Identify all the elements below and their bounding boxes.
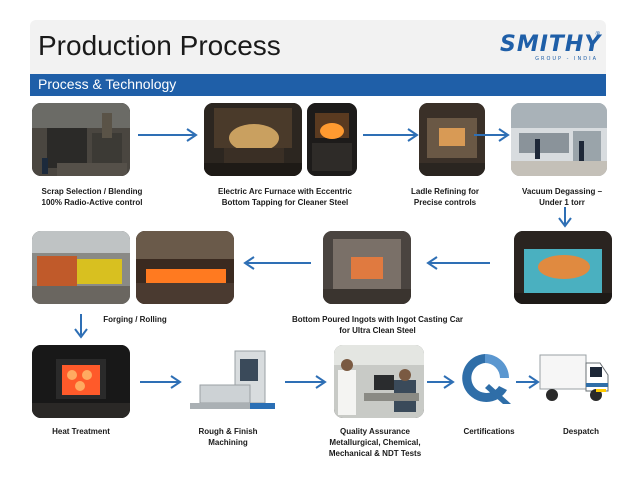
machining-label: Rough & Finish Machining: [188, 426, 268, 448]
machining-image: [190, 345, 285, 418]
scrap-label-line1: Scrap Selection / Blending: [41, 187, 143, 196]
ingots-label: Bottom Poured Ingots with Ingot Casting …: [280, 314, 475, 336]
logo-subtitle: GROUP - INDIA: [535, 56, 598, 62]
logo-wordmark: SMITHY: [500, 32, 602, 57]
arrow-down-1: [558, 207, 572, 228]
ingot-car-photo: [514, 231, 612, 304]
eaf-photo-2: [307, 103, 357, 176]
heat-label-line1: Heat Treatment: [52, 427, 110, 436]
header-bar: Production Process SMITHY ® GROUP - INDI…: [30, 20, 606, 74]
arrow-right-3: [474, 128, 510, 142]
vacuum-label-line2: Under 1 torr: [539, 198, 585, 207]
vacuum-label-line1: Vacuum Degassing –: [521, 187, 603, 196]
machining-label-line2: Machining: [208, 438, 248, 447]
scrap-label: Scrap Selection / Blending 100% Radio-Ac…: [32, 186, 152, 208]
vacuum-label: Vacuum Degassing – Under 1 torr: [512, 186, 612, 208]
ingots-label-line2: for Ultra Clean Steel: [339, 326, 416, 335]
forging-label-line1: Forging / Rolling: [103, 315, 167, 324]
cert-label: Certifications: [454, 426, 524, 437]
heat-treatment-photo: [32, 345, 130, 418]
arrow-right-5: [285, 375, 327, 389]
arrow-right-2: [363, 128, 419, 142]
eaf-label: Electric Arc Furnace with Eccentric Bott…: [210, 186, 360, 208]
qa-label-line2: Metallurgical, Chemical,: [329, 438, 421, 447]
smithy-logo: SMITHY ® GROUP - INDIA: [500, 32, 600, 64]
ingot-photo: [323, 231, 411, 304]
arrow-right-1: [138, 128, 198, 142]
qa-label: Quality Assurance Metallurgical, Chemica…: [320, 426, 430, 459]
scrap-label-line2: 100% Radio-Active control: [41, 198, 143, 207]
ladle-label-line1: Ladle Refining for: [411, 187, 479, 196]
forging-photo-1: [32, 231, 130, 304]
eaf-label-line2: Bottom Tapping for Cleaner Steel: [221, 198, 349, 207]
vacuum-photo: [511, 103, 607, 176]
machining-label-line1: Rough & Finish: [198, 427, 258, 436]
ingots-label-line1: Bottom Poured Ingots with Ingot Casting …: [291, 315, 464, 324]
section-title: Process & Technology: [38, 76, 177, 92]
arrow-left-1: [426, 256, 490, 270]
truck-icon: [538, 345, 612, 410]
arrow-down-2: [74, 314, 88, 339]
page-title: Production Process: [38, 30, 281, 61]
eaf-label-line1: Electric Arc Furnace with Eccentric: [218, 187, 352, 196]
arrow-right-4: [140, 375, 182, 389]
heat-label: Heat Treatment: [40, 426, 122, 437]
arrow-right-6: [427, 375, 455, 389]
scrap-photo: [32, 103, 130, 176]
despatch-label-line1: Despatch: [562, 427, 599, 436]
logo-registered-mark: ®: [595, 32, 600, 38]
arrow-left-2: [243, 256, 311, 270]
eaf-photo-1: [204, 103, 302, 176]
ladle-label-line2: Precise controls: [413, 198, 477, 207]
despatch-label: Despatch: [546, 426, 616, 437]
section-band: Process & Technology: [30, 74, 606, 96]
ladle-photo: [419, 103, 485, 176]
cert-label-line1: Certifications: [463, 427, 515, 436]
ladle-label: Ladle Refining for Precise controls: [400, 186, 490, 208]
arrow-right-7: [516, 375, 540, 389]
qa-label-line3: Mechanical & NDT Tests: [328, 449, 422, 458]
forging-label: Forging / Rolling: [95, 314, 175, 325]
forging-photo-2: [136, 231, 234, 304]
quality-photo: [334, 345, 424, 418]
qa-label-line1: Quality Assurance: [340, 427, 410, 436]
certification-icon: [455, 348, 515, 408]
